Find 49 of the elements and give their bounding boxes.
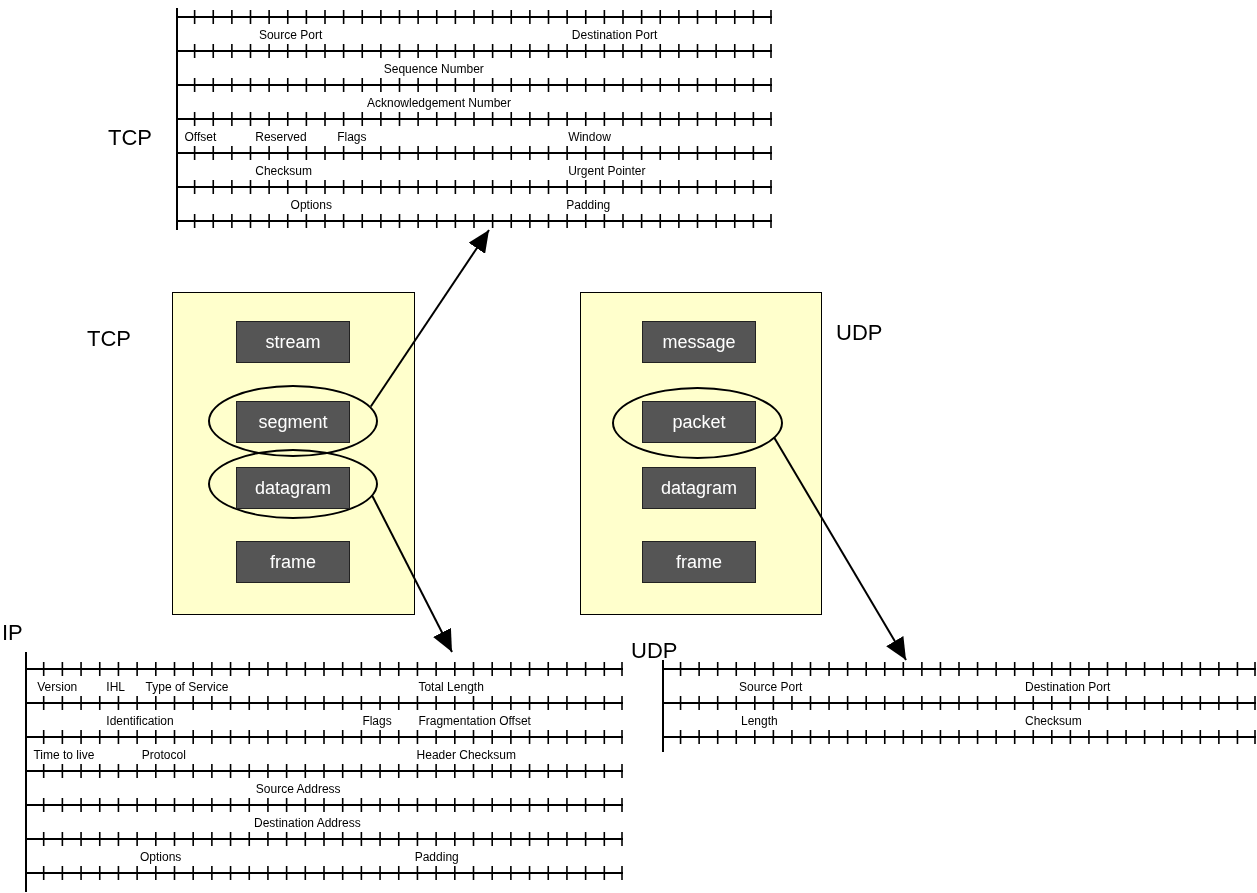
- field-label: Padding: [413, 850, 460, 864]
- data-unit-box: frame: [642, 541, 756, 583]
- field-label: Checksum: [254, 164, 313, 178]
- field-label: Sequence Number: [382, 62, 485, 76]
- field-label: Fragmentation Offset: [417, 714, 532, 728]
- arrow: [369, 229, 490, 408]
- data-unit-box: datagram: [642, 467, 756, 509]
- field-label: Identification: [105, 714, 175, 728]
- field-label: Acknowledgement Number: [365, 96, 513, 110]
- field-label: Type of Service: [144, 680, 230, 694]
- field-label: Options: [289, 198, 333, 212]
- arrow: [773, 436, 907, 661]
- field-label: Source Address: [254, 782, 342, 796]
- field-label: Source Port: [738, 680, 804, 694]
- data-unit-box: frame: [236, 541, 350, 583]
- protocol-heading: UDP: [631, 638, 678, 664]
- field-label: Header Checksum: [415, 748, 517, 762]
- field-label: Destination Address: [253, 816, 362, 830]
- field-label: Destination Port: [1023, 680, 1112, 694]
- protocol-heading: IP: [2, 620, 23, 646]
- field-label: Flags: [361, 714, 393, 728]
- arrow: [370, 493, 453, 653]
- protocol-heading: TCP: [87, 326, 131, 352]
- field-label: Protocol: [140, 748, 187, 762]
- data-unit-box: segment: [236, 401, 350, 443]
- data-unit-box: datagram: [236, 467, 350, 509]
- field-label: Total Length: [417, 680, 485, 694]
- field-label: Reserved: [254, 130, 308, 144]
- field-label: Time to live: [32, 748, 96, 762]
- protocol-heading: TCP: [108, 125, 152, 151]
- data-unit-box: message: [642, 321, 756, 363]
- data-unit-box: packet: [642, 401, 756, 443]
- field-label: Window: [567, 130, 612, 144]
- field-label: Length: [739, 714, 779, 728]
- field-label: Source Port: [257, 28, 324, 42]
- data-unit-box: stream: [236, 321, 350, 363]
- field-label: Options: [139, 850, 183, 864]
- field-label: Padding: [565, 198, 612, 212]
- field-label: Offset: [183, 130, 218, 144]
- field-label: Version: [36, 680, 79, 694]
- selection-ellipse: [208, 385, 378, 457]
- field-label: Urgent Pointer: [567, 164, 647, 178]
- selection-ellipse: [208, 449, 378, 519]
- field-label: Checksum: [1023, 714, 1083, 728]
- field-label: Destination Port: [570, 28, 659, 42]
- field-label: IHL: [105, 680, 127, 694]
- field-label: Flags: [336, 130, 368, 144]
- selection-ellipse: [612, 387, 783, 459]
- protocol-heading: UDP: [836, 320, 883, 346]
